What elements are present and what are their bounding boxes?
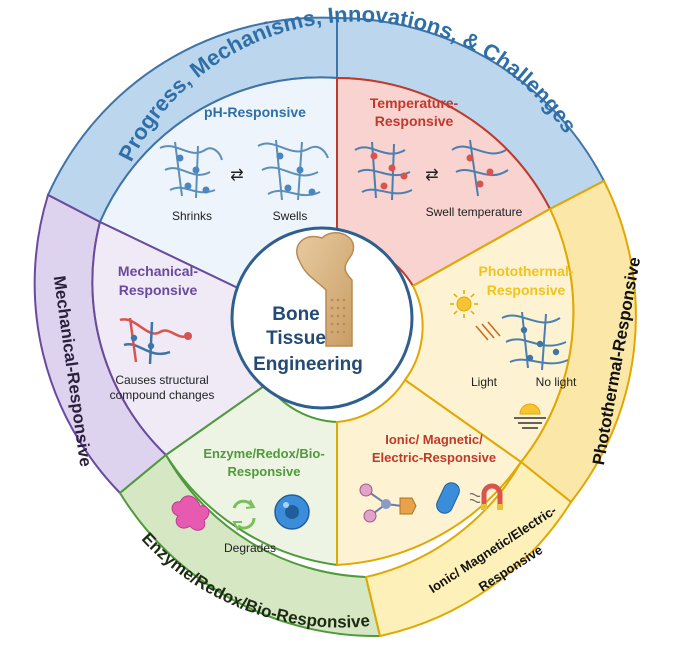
sunset-icon [514, 403, 546, 429]
center-title-line1: Bone [272, 304, 320, 325]
ring-segment-bottom-right [364, 460, 573, 638]
photothermal-label-no-light: No light [536, 375, 577, 389]
recycle-icon [232, 499, 256, 531]
enzyme-title-line2: Responsive [228, 464, 301, 479]
bone-icon [296, 232, 355, 347]
sector-ionic [336, 378, 523, 567]
temperature-title-line1: Temperature- [370, 95, 459, 111]
ph-left-label: Shrinks [172, 209, 212, 223]
ph-nodes-right [276, 152, 316, 196]
capsule-icon [436, 482, 460, 514]
center-title-line2: Tissue [266, 328, 326, 349]
cell-icon [274, 494, 310, 530]
center-title-line3: Engineering [253, 354, 363, 375]
polymer-network-icon [501, 311, 569, 371]
mechanical-nodes [130, 334, 155, 350]
enzyme-blob-icon [171, 495, 210, 531]
photothermal-title-line1: Photothermal- [479, 263, 574, 279]
enzyme-title-line1: Enzyme/Redox/Bio- [203, 446, 324, 461]
sector-photothermal [403, 207, 575, 464]
enzyme-content: Enzyme/Redox/Bio- Responsive Degrades [171, 446, 325, 555]
light-rays-icon [475, 321, 501, 341]
equilibrium-arrows-icon: ⇄ [425, 167, 438, 184]
photothermal-nodes [520, 326, 560, 362]
equilibrium-arrows-icon: ⇄ [230, 167, 243, 184]
sun-icon [450, 290, 478, 318]
mechanical-caption-line1: Causes structural [115, 373, 208, 387]
temperature-nodes-right [466, 154, 494, 188]
ionic-content: Ionic/ Magnetic/ Electric-Responsive [359, 432, 503, 523]
ph-nodes-left [176, 154, 210, 194]
mechanical-caption-line2: compound changes [110, 388, 215, 402]
photothermal-title-line2: Responsive [487, 282, 566, 298]
polymer-network-icon [451, 139, 509, 197]
temperature-caption: Swell temperature [426, 205, 523, 219]
center-hub: Bone Tissue Engineering [230, 226, 414, 410]
temperature-nodes-left [370, 152, 408, 190]
mechanical-content: Mechanical- Responsive Causes structural… [110, 263, 215, 402]
ph-right-label: Swells [273, 209, 308, 223]
enzyme-caption: Degrades [224, 541, 276, 555]
inner-sectors [91, 76, 575, 567]
mechanical-title-line2: Responsive [119, 282, 198, 298]
center-circle [230, 226, 414, 410]
ph-content: pH-Responsive ⇄ Shrinks Swells [159, 104, 329, 223]
ionic-title-line1: Ionic/ Magnetic/ [385, 432, 483, 447]
magnet-icon [469, 483, 503, 510]
polymer-network-icon [159, 141, 223, 199]
molecule-icon [359, 483, 417, 523]
photothermal-content: Photothermal- Responsive Light No light [450, 263, 577, 429]
temperature-title-line2: Responsive [375, 113, 454, 129]
mechanical-tip-node [184, 332, 192, 340]
mechanical-title-line1: Mechanical- [118, 263, 198, 279]
temperature-content: Temperature- Responsive ⇄ Swell temperat… [354, 95, 523, 219]
ph-title: pH-Responsive [204, 104, 306, 120]
ionic-title-line2: Electric-Responsive [372, 450, 496, 465]
photothermal-label-light: Light [471, 375, 498, 389]
